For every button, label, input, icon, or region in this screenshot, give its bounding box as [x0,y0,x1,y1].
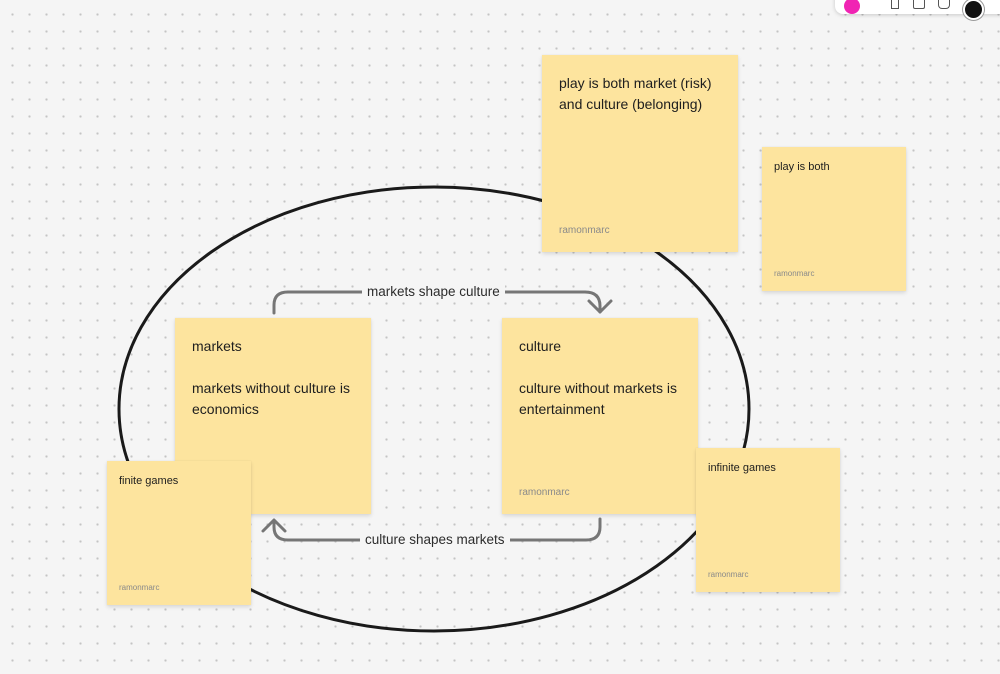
sticky-note-text: play is both market (risk) and culture (… [559,75,712,112]
share-icon[interactable] [938,0,950,9]
sticky-note-author: ramonmarc [519,487,570,498]
sticky-note-text: finite games [119,475,179,487]
reaction-icon[interactable] [891,0,899,9]
sticky-note-play-is-both[interactable]: play is both ramonmarc [762,147,906,291]
top-right-toolbar [835,0,1000,20]
sticky-note-author: ramonmarc [119,583,160,592]
user-avatar-icon[interactable] [844,0,860,14]
sticky-note-text: markets markets without culture is econo… [192,338,350,417]
sticky-note-text: infinite games [708,462,776,474]
connector-label-culture-shapes-markets[interactable]: culture shapes markets [360,531,510,549]
arrow-head-down-icon [587,299,613,314]
sticky-note-author: ramonmarc [774,269,815,278]
sticky-note-text: play is both [774,161,830,173]
profile-avatar-icon[interactable] [963,0,984,20]
comment-icon[interactable] [913,0,925,9]
sticky-note-infinite-games[interactable]: infinite games ramonmarc [696,448,840,592]
sticky-note-finite-games[interactable]: finite games ramonmarc [107,461,251,605]
connector-label-markets-shape-culture[interactable]: markets shape culture [362,283,505,301]
sticky-note-text: culture culture without markets is enter… [519,338,677,417]
sticky-note-author: ramonmarc [708,570,749,579]
sticky-note-culture[interactable]: culture culture without markets is enter… [502,318,698,514]
sticky-note-author: ramonmarc [559,225,610,236]
arrow-head-up-icon [261,518,287,533]
sticky-note-play-market-culture[interactable]: play is both market (risk) and culture (… [542,55,738,252]
